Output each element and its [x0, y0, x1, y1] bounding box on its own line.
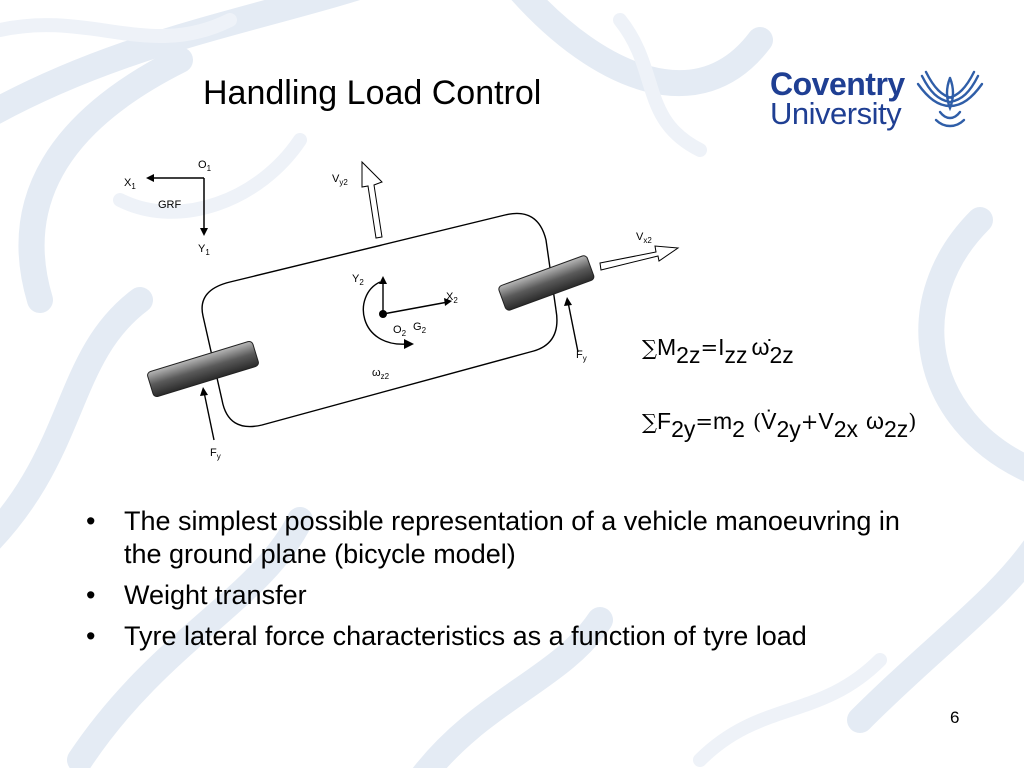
bullet-text: The simplest possible representation of …	[124, 506, 900, 569]
label-omega-z2: ωz2	[372, 367, 390, 381]
list-item: • Weight transfer	[86, 579, 936, 612]
sum-symbol: ∑	[642, 336, 657, 360]
rear-tyre	[147, 340, 259, 398]
phoenix-icon	[916, 70, 984, 128]
rear-lateral-force-arrow	[200, 387, 215, 441]
vehicle-body-outline	[201, 212, 558, 428]
bullet-marker: •	[86, 506, 96, 536]
velocity-y-arrow	[361, 160, 383, 239]
label-y1: Y1	[198, 243, 210, 257]
label-x1: X1	[124, 177, 136, 191]
list-item: • The simplest possible representation o…	[86, 505, 936, 571]
label-g2: G2	[413, 321, 427, 335]
label-o2: O2	[393, 324, 407, 338]
label-y2: Y2	[352, 273, 364, 287]
page-number: 6	[950, 708, 960, 727]
label-fy-front: Fy	[576, 349, 587, 363]
bullet-text: Weight transfer	[124, 580, 307, 610]
body-reference-frame	[379, 276, 452, 318]
list-item: • Tyre lateral force characteristics as …	[86, 620, 936, 653]
label-x2: X2	[446, 291, 458, 305]
coventry-university-logo: Coventry University	[768, 66, 988, 136]
label-fy-rear: Fy	[210, 447, 221, 461]
velocity-x-arrow	[599, 245, 680, 271]
ground-reference-frame	[146, 174, 208, 236]
logo-text-university: University	[770, 96, 902, 131]
sum-symbol: ∑	[642, 410, 657, 434]
front-tyre	[498, 255, 595, 311]
yaw-rate-arc	[362, 281, 414, 349]
label-o1: O1	[198, 159, 212, 173]
bullet-marker: •	[86, 580, 96, 610]
label-grf: GRF	[158, 199, 182, 211]
label-vx2: Vx2	[636, 231, 652, 245]
bullet-list: • The simplest possible representation o…	[86, 505, 936, 661]
slide-title: Handling Load Control	[203, 74, 542, 112]
front-lateral-force-arrow	[564, 297, 579, 353]
label-vy2: Vy2	[332, 173, 348, 187]
bullet-text: Tyre lateral force characteristics as a …	[124, 621, 807, 651]
bullet-marker: •	[86, 621, 96, 651]
logo-text-coventry: Coventry	[770, 66, 905, 102]
